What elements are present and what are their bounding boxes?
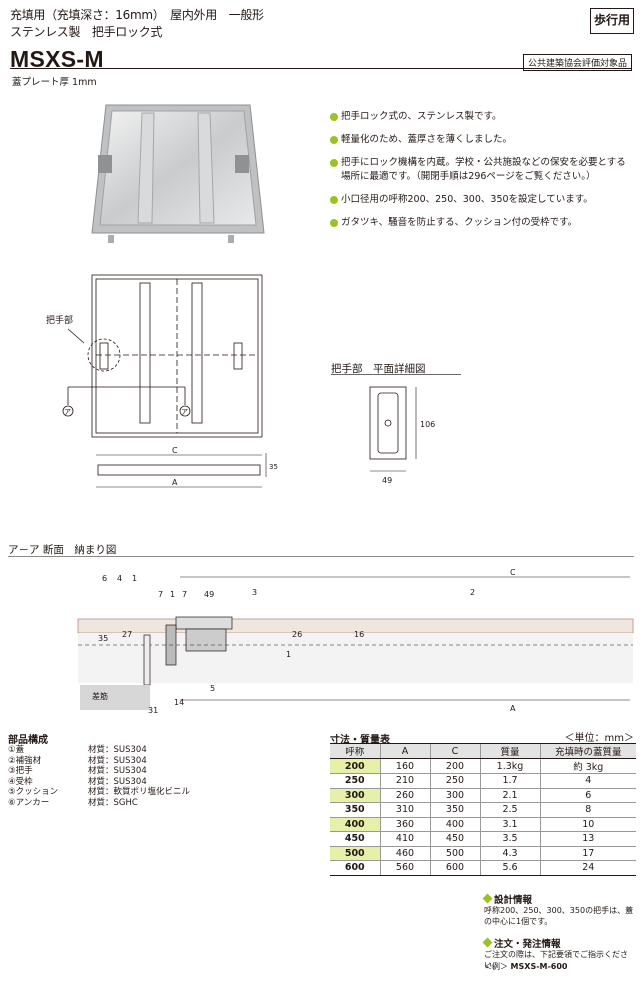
- feature-item: 軽量化のため、蓋厚さを薄くしました。: [330, 133, 635, 147]
- bullet-icon: [330, 136, 338, 144]
- part-row: ①蓋材質：SUS304: [8, 745, 147, 755]
- feature-list: 把手ロック式の、ステンレス製です。 軽量化のため、蓋厚さを薄くしました。 把手に…: [330, 110, 635, 239]
- dim-height-label: 35: [269, 463, 278, 471]
- feature-item: 小口径用の呼称200、250、300、350を設定しています。: [330, 193, 635, 207]
- callout-5: 5: [210, 684, 215, 693]
- part-row: ②補強材材質：SUS304: [8, 755, 147, 766]
- design-info-title: 設計情報: [482, 892, 532, 906]
- section-mark-right: ア: [181, 408, 188, 416]
- feature-item: ガタツキ、騒音を防止する、クッション付の受枠です。: [330, 216, 635, 230]
- order-example: ＜例＞ MSXS-M-600: [484, 962, 568, 971]
- callout-labels: 6 4 1 3 2 5 7 1 7 49 35 27 26 16 1 31 14…: [92, 568, 516, 715]
- part-row: ④受枠材質：SUS304: [8, 776, 147, 787]
- assessment-badge: 公共建築協会評価対象品: [522, 54, 632, 71]
- detail-dim-width: 49: [382, 476, 392, 485]
- order-info-title: 注文・発注情報: [482, 936, 561, 950]
- dim-a-label: A: [172, 478, 178, 487]
- design-info-body: 呼称200、250、300、350の把手は、蓋の中心に1個です。: [484, 906, 634, 926]
- part-row: ⑥アンカー材質：SGHC: [8, 797, 138, 808]
- column-header: 呼称: [330, 743, 380, 759]
- dim-label: 1: [170, 590, 175, 599]
- handle-detail-title: 把手部 平面詳細図: [331, 363, 426, 375]
- column-header: C: [429, 743, 480, 759]
- diamond-icon: [482, 937, 493, 948]
- dim-label: 26: [292, 630, 302, 639]
- callout-4: 4: [117, 574, 122, 583]
- dim-label: 1: [286, 650, 291, 659]
- handle-detail-divider: [331, 374, 461, 375]
- model-number: MSXS-M: [10, 46, 104, 72]
- section-title: ア－ア 断面 納まり図: [8, 544, 117, 556]
- callout-2: 2: [470, 588, 475, 597]
- dim-label: 35: [98, 634, 108, 643]
- handle-detail-drawing: 106 49: [369, 386, 435, 485]
- callout-3: 3: [252, 588, 257, 597]
- section-drawing: 6 4 1 3 2 5 7 1 7 49 35 27 26 16 1 31 14…: [77, 568, 634, 715]
- diamond-icon: [482, 893, 493, 904]
- dim-label: 7: [182, 590, 187, 599]
- dim-label: 7: [158, 590, 163, 599]
- dim-a-label: A: [510, 704, 516, 713]
- column-header: 質量: [479, 743, 540, 759]
- spec-table-title: 寸法・質量表: [330, 735, 390, 746]
- detail-dim-height: 106: [420, 420, 435, 429]
- part-row: ⑤クッション材質：軟質ポリ塩化ビニル: [8, 787, 191, 797]
- column-header: A: [379, 743, 430, 759]
- header-line-1: 充填用（充填深さ：16mm） 屋内外用 一般形: [10, 8, 264, 22]
- parts-list: ①蓋材質：SUS304 ②補強材材質：SUS304 ③把手材質：SUS304 ④…: [8, 745, 190, 808]
- handle-label: 把手部: [46, 314, 73, 326]
- section-divider: [8, 556, 634, 557]
- plan-drawing: 把手部 ア ア C A 35: [46, 274, 278, 488]
- header-line-2: ステンレス製 把手ロック式: [10, 25, 163, 39]
- spec-table-unit: ＜単位：mm＞: [564, 733, 634, 744]
- feature-item: 把手にロック機構を内蔵。学校・公共施設などの保安を必要とする場所に最適です。（開…: [330, 156, 635, 184]
- bullet-icon: [330, 159, 338, 167]
- callout-1: 1: [132, 574, 137, 583]
- feature-item: 把手ロック式の、ステンレス製です。: [330, 110, 635, 124]
- rebar-label: 差筋: [92, 691, 108, 701]
- bullet-icon: [330, 196, 338, 204]
- usage-tag: 歩行用: [590, 8, 634, 34]
- dim-label: 49: [204, 590, 214, 599]
- dim-c-label: C: [510, 568, 516, 577]
- parts-title: 部品構成: [8, 735, 48, 746]
- order-info-body: ご注文の際は、下記要領でご指示ください。: [484, 950, 628, 970]
- plate-thickness-note: 蓋プレート厚 1mm: [12, 77, 97, 88]
- column-header: 充填時の蓋質量: [539, 743, 636, 759]
- dim-label: 27: [122, 630, 132, 639]
- product-photo: [91, 104, 265, 243]
- dim-label: 16: [354, 630, 364, 639]
- model-divider: [10, 68, 632, 69]
- bullet-icon: [330, 113, 338, 121]
- dim-label: 14: [174, 698, 184, 707]
- bullet-icon: [330, 219, 338, 227]
- section-mark-left: ア: [64, 408, 71, 416]
- callout-6: 6: [102, 574, 107, 583]
- dim-label: 31: [148, 706, 158, 715]
- dim-c-label: C: [172, 446, 178, 455]
- table-header-row: 呼称 A C 質量 充填時の蓋質量: [330, 743, 636, 759]
- part-row: ③把手材質：SUS304: [8, 766, 147, 776]
